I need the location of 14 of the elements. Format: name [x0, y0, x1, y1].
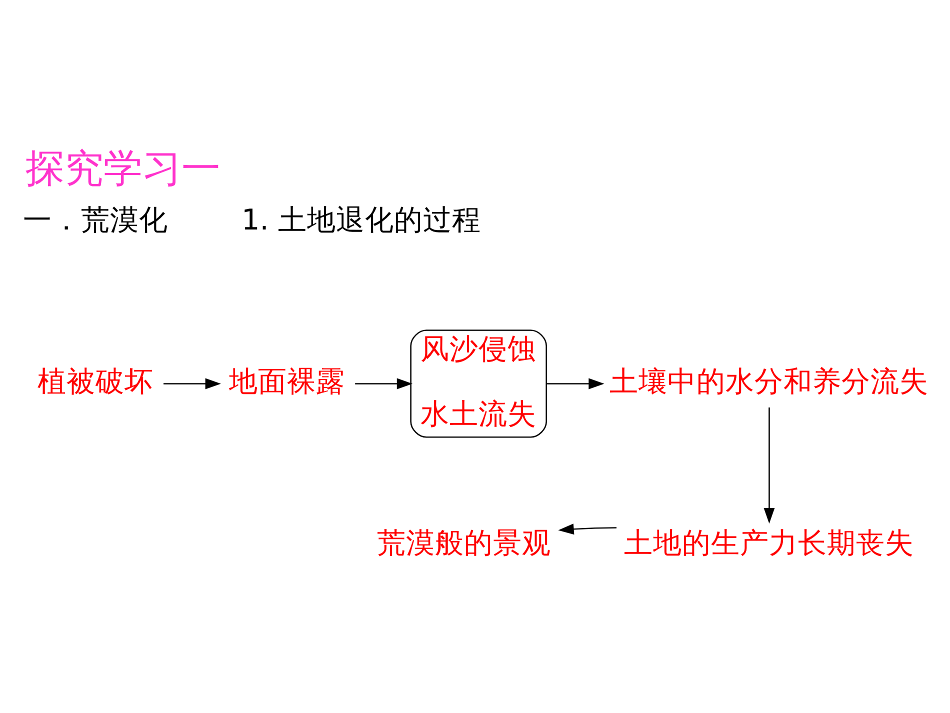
node-box: 风沙侵蚀 水土流失: [410, 329, 547, 438]
arrow: [355, 378, 413, 389]
node-text: 土地的生产力长期丧失: [624, 525, 914, 560]
arrow: [164, 378, 221, 389]
node-text: 土壤中的水分和养分流失: [610, 364, 929, 398]
diagram-title: 探究学习一: [25, 146, 220, 192]
node-text: 地面裸露: [229, 364, 345, 398]
node-text: 荒漠般的景观: [377, 525, 552, 560]
arrow: [764, 406, 775, 524]
arrow: [546, 378, 604, 389]
label: 1. 土地退化的过程: [242, 202, 482, 236]
node-text: 植被破坏: [37, 364, 154, 398]
arrow: [558, 523, 616, 534]
label: 一．荒漠化: [22, 202, 168, 236]
